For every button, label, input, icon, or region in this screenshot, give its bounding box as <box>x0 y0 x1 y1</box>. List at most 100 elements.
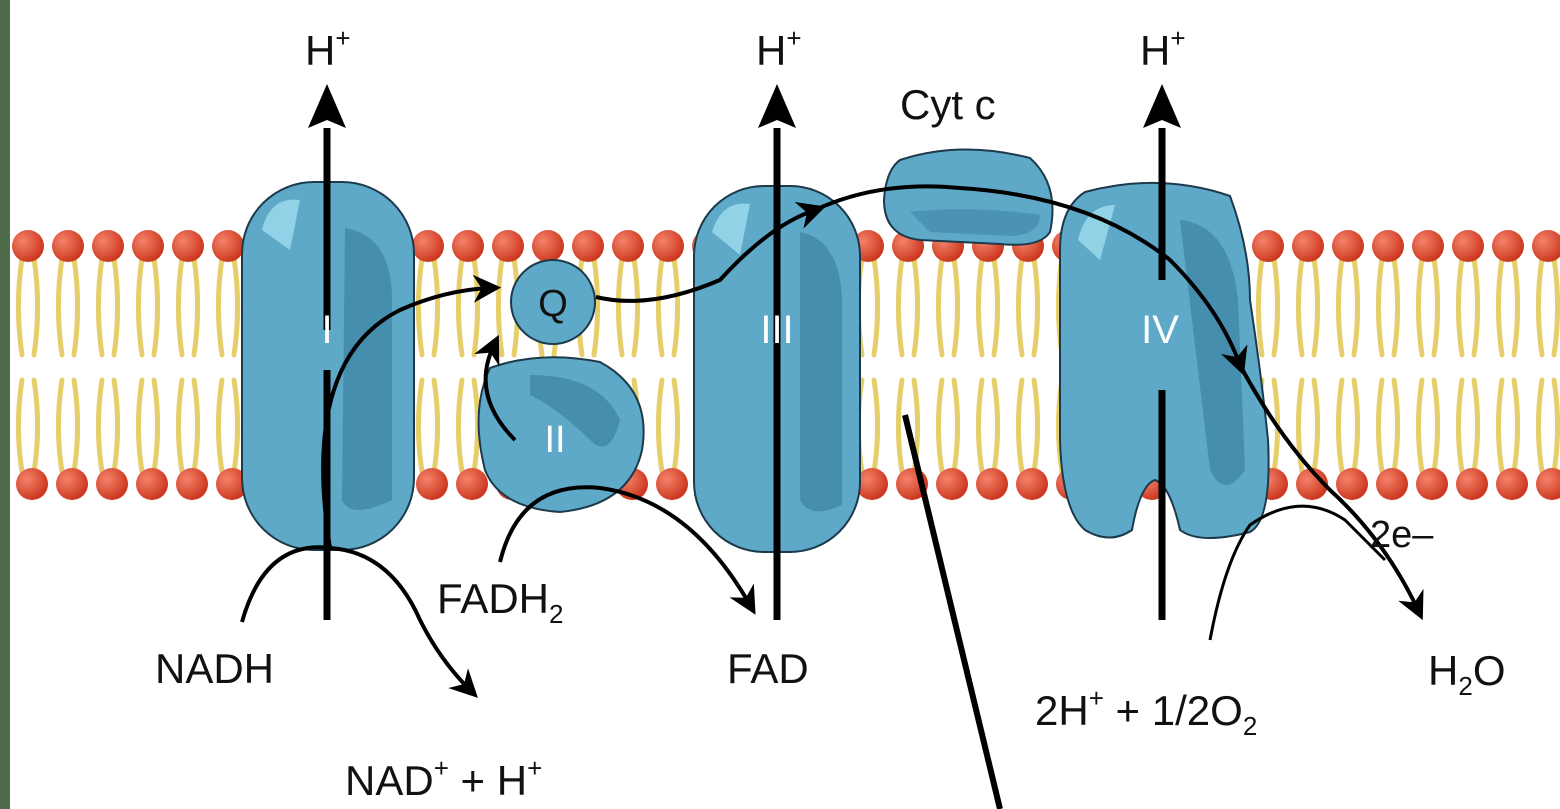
lipid-tail <box>898 258 902 355</box>
cyt-c-label: Cyt c <box>900 84 996 126</box>
lipid-tail <box>98 258 102 355</box>
lipid-tail <box>114 258 118 355</box>
lipid-tail <box>474 380 478 472</box>
lipid-tail <box>1418 380 1422 472</box>
lipid-tail <box>18 380 22 472</box>
lipid-tail <box>1338 380 1342 472</box>
lipid-tail <box>634 258 638 355</box>
lipid-head <box>412 230 444 262</box>
lipid-tail <box>1554 258 1558 355</box>
lipid-tail <box>178 258 182 355</box>
lipid-tail <box>138 380 142 472</box>
lipid-tail <box>938 258 942 355</box>
lipid-tail <box>418 380 422 472</box>
lipid-tail <box>418 258 422 355</box>
lipid-head <box>1492 230 1524 262</box>
h-plus-label-complex-iv: H+ <box>1140 30 1186 72</box>
complex-ii-label: II <box>544 419 565 461</box>
lipid-tail <box>1258 258 1262 355</box>
nad-plus-label: NAD+ + H+ <box>345 760 542 802</box>
lipid-head <box>1376 468 1408 500</box>
lipid-tail <box>194 380 198 472</box>
lipid-tail <box>1298 258 1302 355</box>
lipid-head <box>1456 468 1488 500</box>
lipid-tail <box>18 258 22 355</box>
lipid-tail <box>898 380 902 472</box>
lipid-tail <box>978 380 982 472</box>
lipid-tail <box>154 380 158 472</box>
lipid-tail <box>34 258 38 355</box>
complex-iii-label: III <box>760 308 793 352</box>
lipid-head <box>56 468 88 500</box>
lipid-tail <box>234 258 238 355</box>
lipid-tail <box>98 380 102 472</box>
lipid-head <box>16 468 48 500</box>
oxygen-reactant-label: 2H+ + 1/2O2 <box>1035 690 1257 732</box>
lipid-head <box>172 230 204 262</box>
lipid-tail <box>674 258 678 355</box>
lipid-tail <box>34 380 38 472</box>
lipid-tail <box>1418 258 1422 355</box>
lipid-tail <box>1314 258 1318 355</box>
lipid-head <box>456 468 488 500</box>
h-plus-label-complex-i: H+ <box>305 30 351 72</box>
lipid-tail <box>74 380 78 472</box>
lipid-head <box>572 230 604 262</box>
fad-label: FAD <box>727 648 809 690</box>
lipid-head <box>936 468 968 500</box>
h-plus-label-complex-iii: H+ <box>756 30 802 72</box>
lipid-tail <box>1498 258 1502 355</box>
lipid-head <box>656 468 688 500</box>
lipid-tail <box>674 380 678 472</box>
lipid-head <box>452 230 484 262</box>
lipid-head <box>492 230 524 262</box>
lipid-head <box>92 230 124 262</box>
lipid-tail <box>954 258 958 355</box>
lipid-head <box>976 468 1008 500</box>
lipid-head <box>1336 468 1368 500</box>
quinone-label: Q <box>538 283 568 325</box>
lipid-head <box>612 230 644 262</box>
lipid-tail <box>1018 258 1022 355</box>
lipid-tail <box>1514 258 1518 355</box>
lipid-tail <box>1538 258 1542 355</box>
lipid-tail <box>1034 258 1038 355</box>
lipid-head <box>1016 468 1048 500</box>
water-label: H2O <box>1428 650 1505 692</box>
lipid-tail <box>994 258 998 355</box>
lipid-tail <box>994 380 998 472</box>
lipid-tail <box>1378 380 1382 472</box>
lipid-tail <box>1498 380 1502 472</box>
lipid-tail <box>1474 258 1478 355</box>
lipid-head <box>1332 230 1364 262</box>
lipid-tail <box>1474 380 1478 472</box>
nadh-label: NADH <box>155 648 274 690</box>
lipid-head <box>652 230 684 262</box>
lipid-tail <box>1354 380 1358 472</box>
lipid-tail <box>1394 380 1398 472</box>
lipid-tail <box>914 258 918 355</box>
lipid-tail <box>434 380 438 472</box>
lipid-tail <box>1458 380 1462 472</box>
lipid-head <box>1536 468 1560 500</box>
lipid-tail <box>1274 258 1278 355</box>
lipid-tail <box>658 380 662 472</box>
lipid-head <box>1452 230 1484 262</box>
lipid-head <box>1372 230 1404 262</box>
lipid-tail <box>1514 380 1518 472</box>
lipid-tail <box>1538 380 1542 472</box>
lipid-tail <box>178 380 182 472</box>
lipid-tail <box>1458 258 1462 355</box>
lipid-tail <box>1338 258 1342 355</box>
lipid-tail <box>978 258 982 355</box>
lipid-tail <box>58 380 62 472</box>
lipid-head <box>136 468 168 500</box>
lipid-tail <box>458 258 462 355</box>
lipid-head <box>1252 230 1284 262</box>
two-electrons-label: 2e– <box>1370 516 1433 554</box>
lipid-tail <box>58 258 62 355</box>
lipid-head <box>1532 230 1560 262</box>
fadh2-label: FADH2 <box>437 578 563 620</box>
lipid-tail <box>234 380 238 472</box>
lipid-tail <box>138 258 142 355</box>
